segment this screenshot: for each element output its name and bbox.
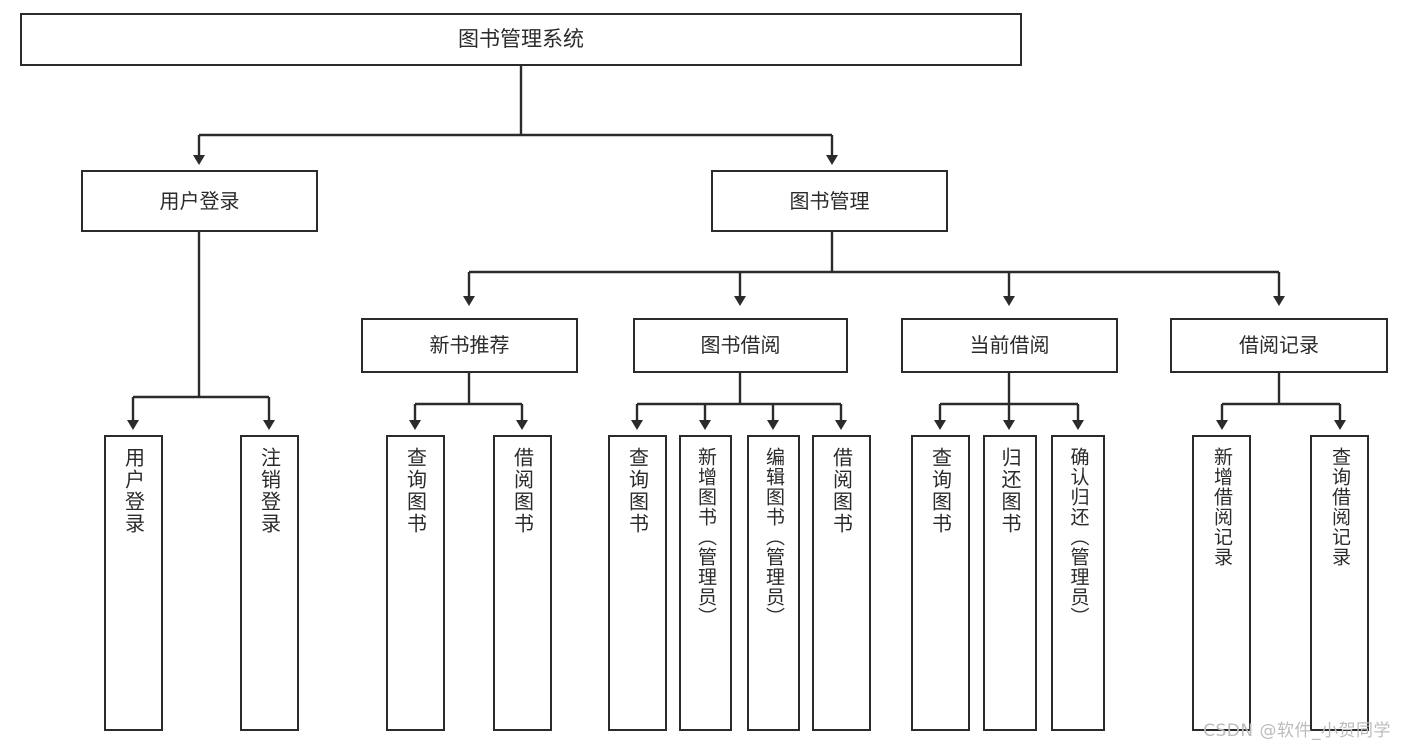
node-root-system[interactable]: 图书管理系统 [20, 13, 1022, 66]
leaf-return-book[interactable]: 归还图书 [983, 435, 1037, 731]
leaf-borrow-book-new-book[interactable]: 借阅图书 [493, 435, 552, 731]
node-label: 查询借阅记录 [1329, 447, 1351, 567]
leaf-user-login[interactable]: 用户登录 [104, 435, 163, 731]
node-label: 查询图书 [403, 447, 428, 535]
watermark-text: CSDN @软件_小贺同学 [1203, 721, 1391, 741]
node-label: 图书管理系统 [458, 26, 584, 51]
node-label: 注销登录 [257, 447, 282, 535]
node-borrow-record[interactable]: 借阅记录 [1170, 318, 1388, 373]
node-new-book-recommend[interactable]: 新书推荐 [361, 318, 578, 373]
node-label: 查询图书 [928, 447, 953, 535]
node-label: 图书管理 [789, 188, 870, 213]
node-user-login[interactable]: 用户登录 [81, 170, 318, 232]
leaf-query-borrow-record[interactable]: 查询借阅记录 [1310, 435, 1369, 731]
node-label: 查询图书 [625, 447, 650, 535]
node-label: 确认归还（管理员） [1067, 447, 1090, 627]
node-label: 图书借阅 [700, 333, 781, 358]
node-label: 当前借阅 [969, 333, 1050, 358]
leaf-user-logout[interactable]: 注销登录 [240, 435, 299, 731]
node-label: 编辑图书（管理员） [763, 447, 785, 627]
node-label: 新书推荐 [429, 333, 510, 358]
leaf-add-borrow-record[interactable]: 新增借阅记录 [1192, 435, 1251, 731]
node-label: 用户登录 [159, 188, 240, 213]
node-book-manage[interactable]: 图书管理 [711, 170, 948, 232]
leaf-confirm-return-admin[interactable]: 确认归还（管理员） [1051, 435, 1105, 731]
leaf-query-book-new-book[interactable]: 查询图书 [386, 435, 445, 731]
node-label: 借阅图书 [510, 447, 535, 535]
node-label: 用户登录 [121, 447, 146, 535]
node-current-borrow[interactable]: 当前借阅 [901, 318, 1118, 373]
leaf-query-book-current[interactable]: 查询图书 [911, 435, 970, 731]
leaf-borrow-book-borrow[interactable]: 借阅图书 [812, 435, 871, 731]
node-label: 归还图书 [998, 447, 1022, 535]
leaf-query-book-borrow[interactable]: 查询图书 [608, 435, 667, 731]
node-label: 借阅记录 [1239, 333, 1319, 358]
node-book-borrow[interactable]: 图书借阅 [633, 318, 848, 373]
node-label: 借阅图书 [829, 447, 854, 535]
leaf-add-book-admin[interactable]: 新增图书（管理员） [679, 435, 732, 731]
node-label: 新增图书（管理员） [695, 447, 717, 627]
node-label: 新增借阅记录 [1211, 447, 1233, 567]
leaf-edit-book-admin[interactable]: 编辑图书（管理员） [747, 435, 800, 731]
